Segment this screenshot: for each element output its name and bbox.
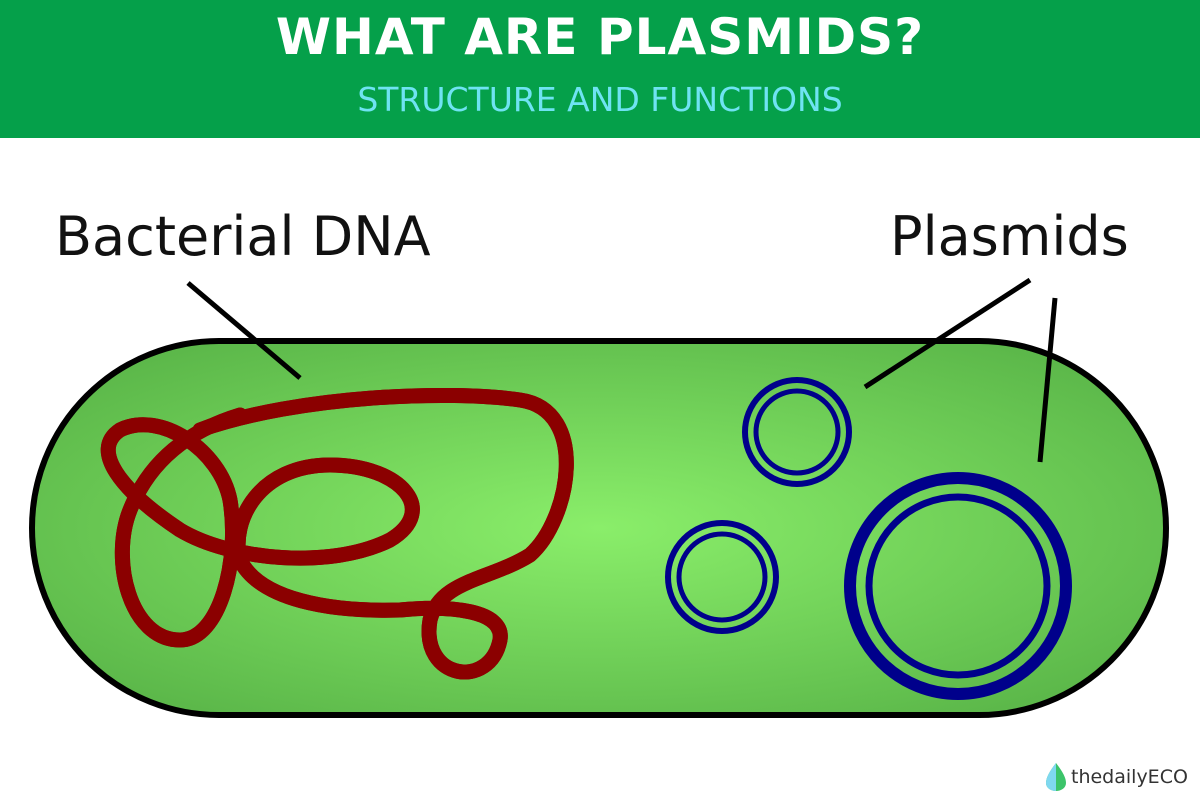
bacterial-dna-label: Bacterial DNA <box>55 205 431 268</box>
logo-text: thedailyECO <box>1071 766 1188 788</box>
page-title: WHAT ARE PLASMIDS? <box>275 8 925 66</box>
header-banner: WHAT ARE PLASMIDS? STRUCTURE AND FUNCTIO… <box>0 0 1200 138</box>
leaf-icon <box>1046 763 1066 791</box>
bacterial-dna <box>108 395 566 672</box>
plasmid-leader-line-1 <box>863 277 1032 390</box>
plasmids <box>665 377 1072 700</box>
plasmid-leader-line-2 <box>1037 297 1058 463</box>
plasmid-small-top <box>742 377 852 487</box>
plasmids-label: Plasmids <box>890 205 1129 268</box>
page-subtitle: STRUCTURE AND FUNCTIONS <box>357 80 843 119</box>
leader-lines <box>186 277 1058 463</box>
bacterial-cell <box>29 338 1169 718</box>
plasmid-small-bottom <box>665 520 779 634</box>
plasmid-large <box>844 472 1072 700</box>
dna-leader-line <box>186 281 302 380</box>
brand-logo: thedailyECO <box>1045 762 1188 792</box>
